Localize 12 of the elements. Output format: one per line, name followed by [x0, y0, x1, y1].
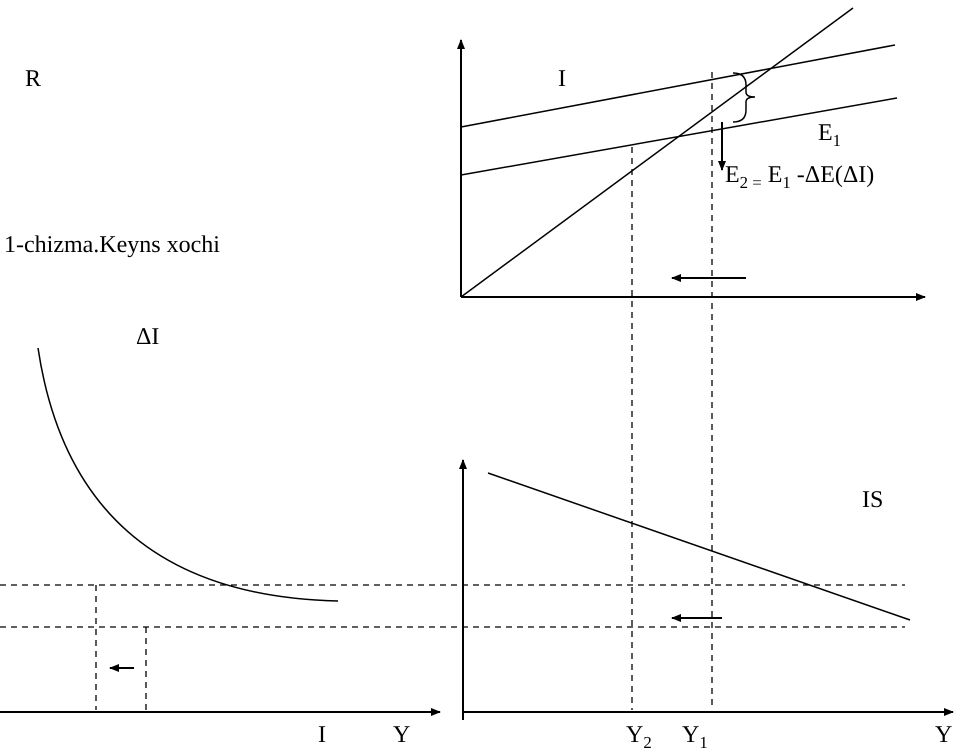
axis-label: R	[25, 66, 42, 92]
curve-label: ΔI	[136, 324, 160, 350]
axis-label: Y	[935, 722, 952, 748]
axis-label: Y$_{1}$	[682, 722, 708, 752]
caption-text: 1-chizma.Keyns xochi	[4, 232, 220, 258]
equation-text: E$_{2 =}$ E$_{1}$ -ΔE(ΔI)	[725, 162, 874, 192]
curve-label: E$_{1}$	[818, 120, 842, 150]
axis-label: I	[318, 722, 326, 748]
axis-label: Y$_{2}$	[626, 722, 652, 752]
curve-label: IS	[862, 487, 884, 514]
curve-label: I	[558, 66, 566, 92]
axis-label: Y	[393, 722, 410, 748]
